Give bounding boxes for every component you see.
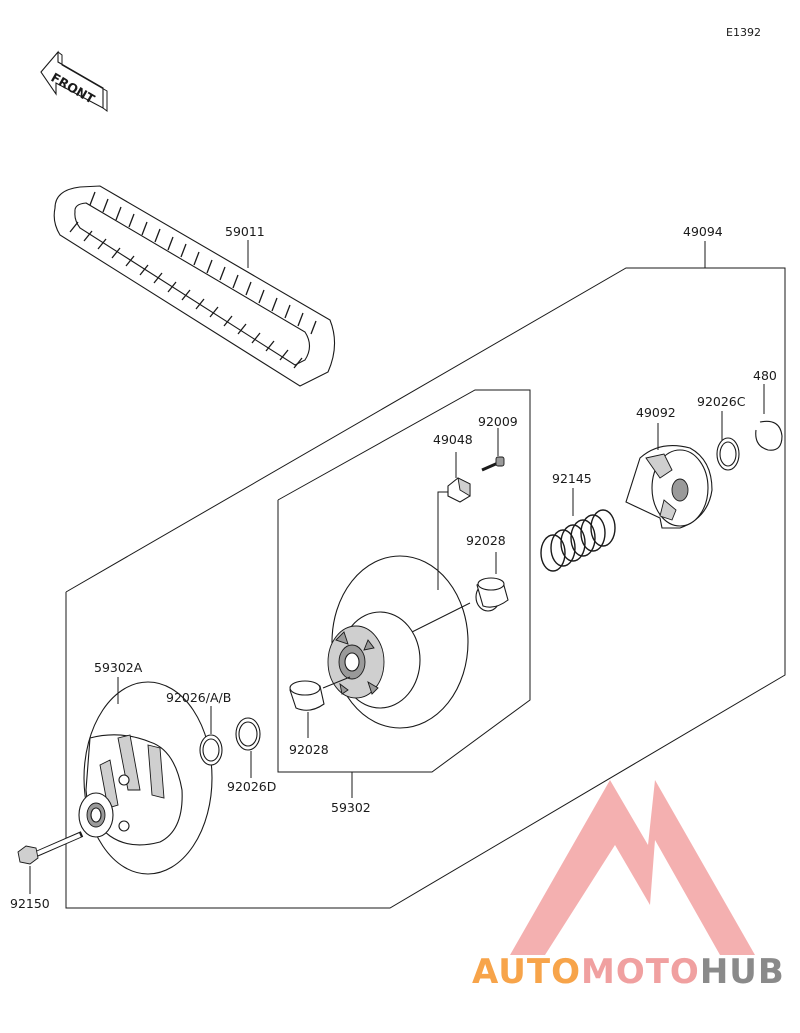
label-59302a: 59302A	[94, 660, 143, 675]
movable-sheave	[327, 555, 469, 729]
label-49048: 49048	[433, 432, 473, 447]
axis-line-upper	[411, 602, 471, 633]
label-49094: 49094	[683, 224, 723, 239]
washer-c-inner	[719, 441, 737, 467]
bushing-upper	[475, 577, 509, 612]
slider-block	[447, 477, 471, 503]
fixed-sheave	[78, 681, 213, 875]
diagram-id: E1392	[726, 26, 761, 39]
label-92028-lower: 92028	[289, 742, 329, 757]
label-92150: 92150	[10, 896, 50, 911]
axis-line-lower	[322, 676, 351, 689]
drive-belt	[53, 185, 336, 387]
screw	[481, 456, 505, 472]
label-92026d: 92026D	[227, 779, 276, 794]
bushing-lower	[289, 680, 325, 711]
assembly-outline	[65, 267, 786, 909]
label-480: 480	[753, 368, 777, 383]
label-92145: 92145	[552, 471, 592, 486]
label-92026ab: 92026/A/B	[166, 690, 231, 705]
label-59302: 59302	[331, 800, 371, 815]
label-92028-upper: 92028	[466, 533, 506, 548]
watermark-moto: MOTO	[581, 952, 700, 992]
washer-d-inner	[238, 721, 258, 747]
watermark-hub: HUB	[700, 952, 785, 992]
watermark-auto: AUTO	[472, 952, 581, 992]
circlip	[755, 420, 783, 451]
watermark-logo	[510, 780, 755, 955]
watermark-text: AUTOMOTOHUB	[472, 952, 785, 992]
washer-ab-inner	[202, 738, 220, 762]
front-arrow-icon: FRONT	[40, 50, 108, 112]
bolt	[17, 831, 84, 865]
label-49092: 49092	[636, 405, 676, 420]
leader-49048-link	[437, 491, 448, 590]
label-92009: 92009	[478, 414, 518, 429]
movable-sheave-outline	[277, 389, 531, 773]
spring	[540, 509, 616, 572]
cam-assembly	[625, 445, 713, 529]
label-59011: 59011	[225, 224, 265, 239]
label-92026c: 92026C	[697, 394, 746, 409]
